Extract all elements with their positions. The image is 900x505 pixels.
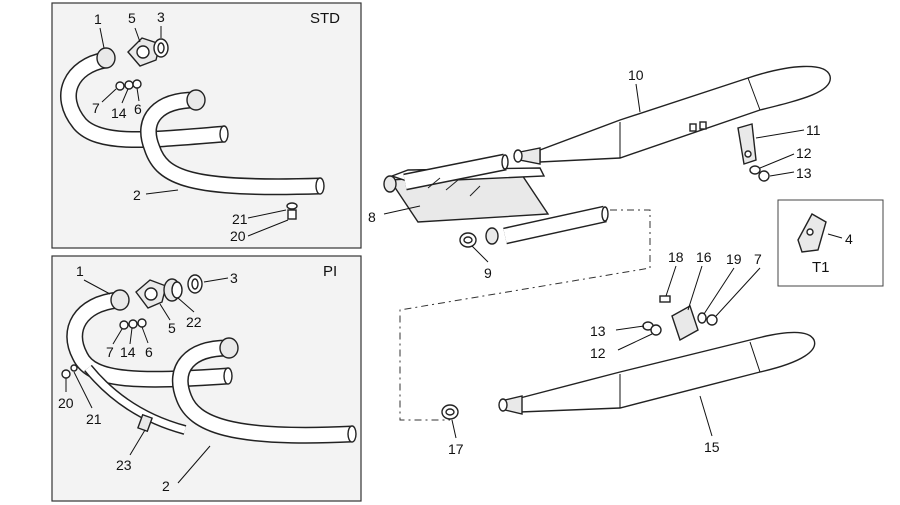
callout-12: 12 <box>590 345 606 361</box>
callout-6: 6 <box>145 344 153 360</box>
lower-muffler-bracket <box>659 295 718 342</box>
callout-7: 7 <box>106 344 114 360</box>
callout-6: 6 <box>134 101 142 117</box>
std-plug-bolt <box>286 202 298 220</box>
t1-inset-frame <box>777 199 884 287</box>
callout-15: 15 <box>704 439 720 455</box>
balance-pipe <box>383 153 609 245</box>
callout-5: 5 <box>128 10 136 26</box>
upper-muffler-bracket <box>689 121 757 165</box>
routing-dash-line <box>399 209 651 421</box>
lower-muffler <box>498 331 816 415</box>
callout-18: 18 <box>668 249 684 265</box>
pi-inset: PI <box>51 255 362 502</box>
callout-2: 2 <box>162 478 170 494</box>
lower-washer-nut <box>642 321 662 336</box>
callout-13: 13 <box>796 165 812 181</box>
callout-1: 1 <box>76 263 84 279</box>
callout-11: 11 <box>806 122 821 138</box>
callout-8: 8 <box>368 209 376 225</box>
callout-14: 14 <box>120 344 136 360</box>
callout-22: 22 <box>186 314 202 330</box>
pi-gasket-ring <box>187 274 203 294</box>
pi-plug-bolt <box>61 364 78 379</box>
callout-2: 2 <box>133 187 141 203</box>
callout-16: 16 <box>696 249 712 265</box>
callout-17: 17 <box>448 441 464 457</box>
clamp-lower <box>441 404 459 420</box>
callout-3: 3 <box>230 270 238 286</box>
std-inset-frame <box>51 2 362 249</box>
std-inset-label: STD <box>310 10 340 27</box>
clamp-upper <box>459 232 477 248</box>
callout-20: 20 <box>230 228 246 244</box>
std-header-pipe-1 <box>60 47 229 149</box>
pi-callouts: 1 3 7 14 6 5 22 20 21 23 2 <box>58 263 238 494</box>
callout-20: 20 <box>58 395 74 411</box>
callout-23: 23 <box>116 457 132 473</box>
pi-adapter-sleeve <box>163 278 183 302</box>
callout-1: 1 <box>94 11 102 27</box>
callout-5: 5 <box>168 320 176 336</box>
callout-4: 4 <box>845 231 853 247</box>
t1-inset: 4 T1 <box>777 199 884 287</box>
std-header-pipe-2 <box>140 89 325 196</box>
callout-9: 9 <box>484 265 492 281</box>
pi-crossover-tube <box>84 364 187 435</box>
main-callouts: 10 11 12 13 8 9 18 16 19 7 13 12 17 15 <box>368 67 821 457</box>
callout-13: 13 <box>590 323 606 339</box>
callout-19: 19 <box>726 251 742 267</box>
callout-21: 21 <box>86 411 102 427</box>
callout-7: 7 <box>754 251 762 267</box>
std-callouts: 1 5 3 7 14 6 2 21 20 <box>92 9 289 244</box>
upper-muffler <box>513 65 831 165</box>
callout-7: 7 <box>92 100 100 116</box>
callout-14: 14 <box>111 105 127 121</box>
std-inset: STD <box>51 2 362 249</box>
callout-21: 21 <box>232 211 248 227</box>
pi-header-pipe-2 <box>171 337 357 444</box>
callout-10: 10 <box>628 67 644 83</box>
std-gasket-ring <box>153 38 169 58</box>
upper-washer-nut <box>749 165 770 182</box>
pi-inset-label: PI <box>323 263 337 280</box>
pi-header-pipe-1 <box>66 289 233 388</box>
t1-inset-label: T1 <box>812 259 830 276</box>
callout-12: 12 <box>796 145 812 161</box>
callout-3: 3 <box>157 9 165 25</box>
